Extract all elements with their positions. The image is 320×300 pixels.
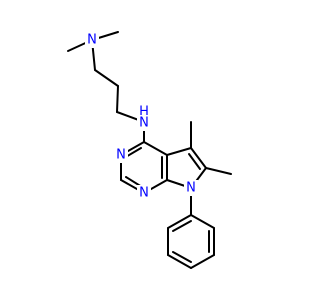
bond-ph-4-double: [172, 251, 192, 263]
bonds: [67, 31, 232, 269]
atom-n-pyrimidine-lower: N: [139, 186, 149, 201]
bond-ph-6-double: [172, 220, 192, 232]
atom-h-amine: H: [139, 105, 149, 120]
bond-ph-1: [190, 214, 215, 229]
bond-chain-1: [94, 69, 119, 87]
bond-ph-3: [190, 254, 215, 269]
atom-n-dimethyl: N: [87, 33, 97, 48]
atom-n-pyrrole: N: [186, 181, 196, 196]
bond-c4a-c4: [143, 141, 168, 156]
bond-c5-c6: [190, 147, 207, 169]
bond-c6-methyl: [205, 167, 232, 175]
bond-ph-6: [167, 214, 192, 229]
atom-n-amine: N: [139, 116, 149, 131]
atom-labels: N H N N N N: [85, 32, 198, 201]
bond-c5-c6-double: [188, 153, 201, 170]
bond-chain-2: [116, 85, 119, 113]
bond-ph-4: [167, 254, 192, 269]
bond-c4a-c5: [166, 147, 192, 156]
molecule-structure: N H N N N N: [67, 31, 232, 269]
atom-n-pyrimidine-upper: N: [116, 148, 126, 163]
